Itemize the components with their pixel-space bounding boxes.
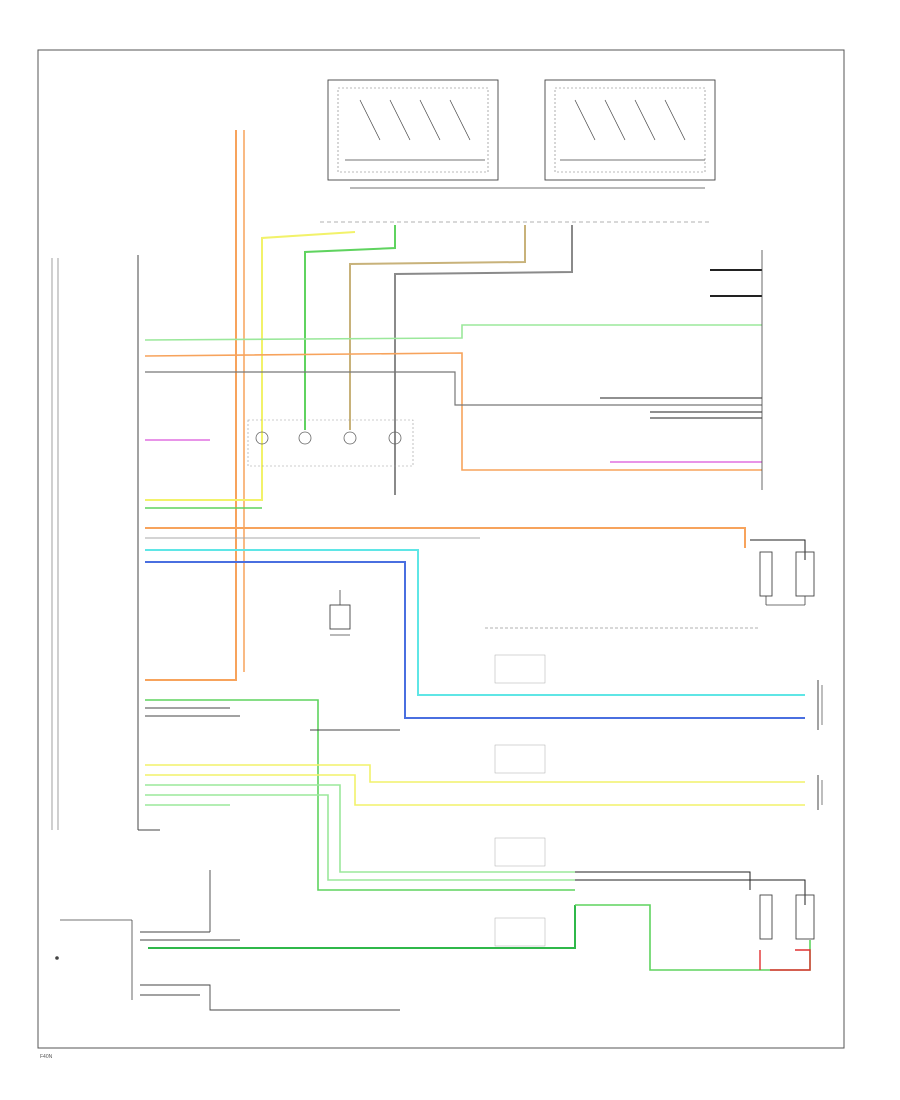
lf-speaker-wire-black: [750, 539, 806, 560]
lr-speaker-wire-yellow-2: [145, 774, 805, 806]
battery-feed-wire: [145, 130, 237, 681]
diagram-frame: [37, 49, 845, 1049]
orange-dimming-wire: [144, 352, 762, 471]
rr-speaker-black: [575, 871, 751, 890]
rr-speaker-red-2: [770, 949, 811, 971]
lf-speaker: [759, 551, 815, 606]
light-green-data-wire: [144, 324, 762, 341]
antenna-unit: [329, 590, 351, 636]
rf-speaker-wire-cyan: [145, 549, 805, 696]
gray-switch-wire: [394, 225, 573, 495]
lf-speaker-wire-orange: [145, 527, 746, 548]
rr-speaker-black-2: [575, 879, 806, 905]
junction-labels: [494, 654, 546, 947]
rr-speaker-green-return: [575, 904, 811, 971]
gray-ground-wire: [145, 371, 762, 406]
rf-door-speaker: [817, 680, 823, 730]
switch-lamps: [247, 419, 414, 467]
steering-wheel-switch-right: [544, 79, 716, 181]
rr-speaker: [759, 894, 815, 940]
steering-wheel-switch-left: [327, 79, 499, 181]
rr-speaker-wire-green-1: [145, 784, 575, 873]
rr-speaker-dark-green: [148, 905, 576, 949]
rf-speaker-wire-blue: [145, 561, 805, 719]
rc-wire-4: [140, 984, 400, 1011]
green-switch-wire: [304, 225, 396, 430]
tan-switch-wire: [349, 225, 526, 430]
corner-label: F40N: [40, 1054, 53, 1060]
yellow-switch-wire: [145, 231, 356, 501]
left-rear-speaker: [817, 775, 823, 810]
remote-control-module: [55, 919, 133, 1000]
rr-speaker-wire-green-2: [145, 794, 575, 881]
lr-speaker-wire-yellow-1: [145, 764, 805, 783]
radio-module: [51, 255, 160, 831]
